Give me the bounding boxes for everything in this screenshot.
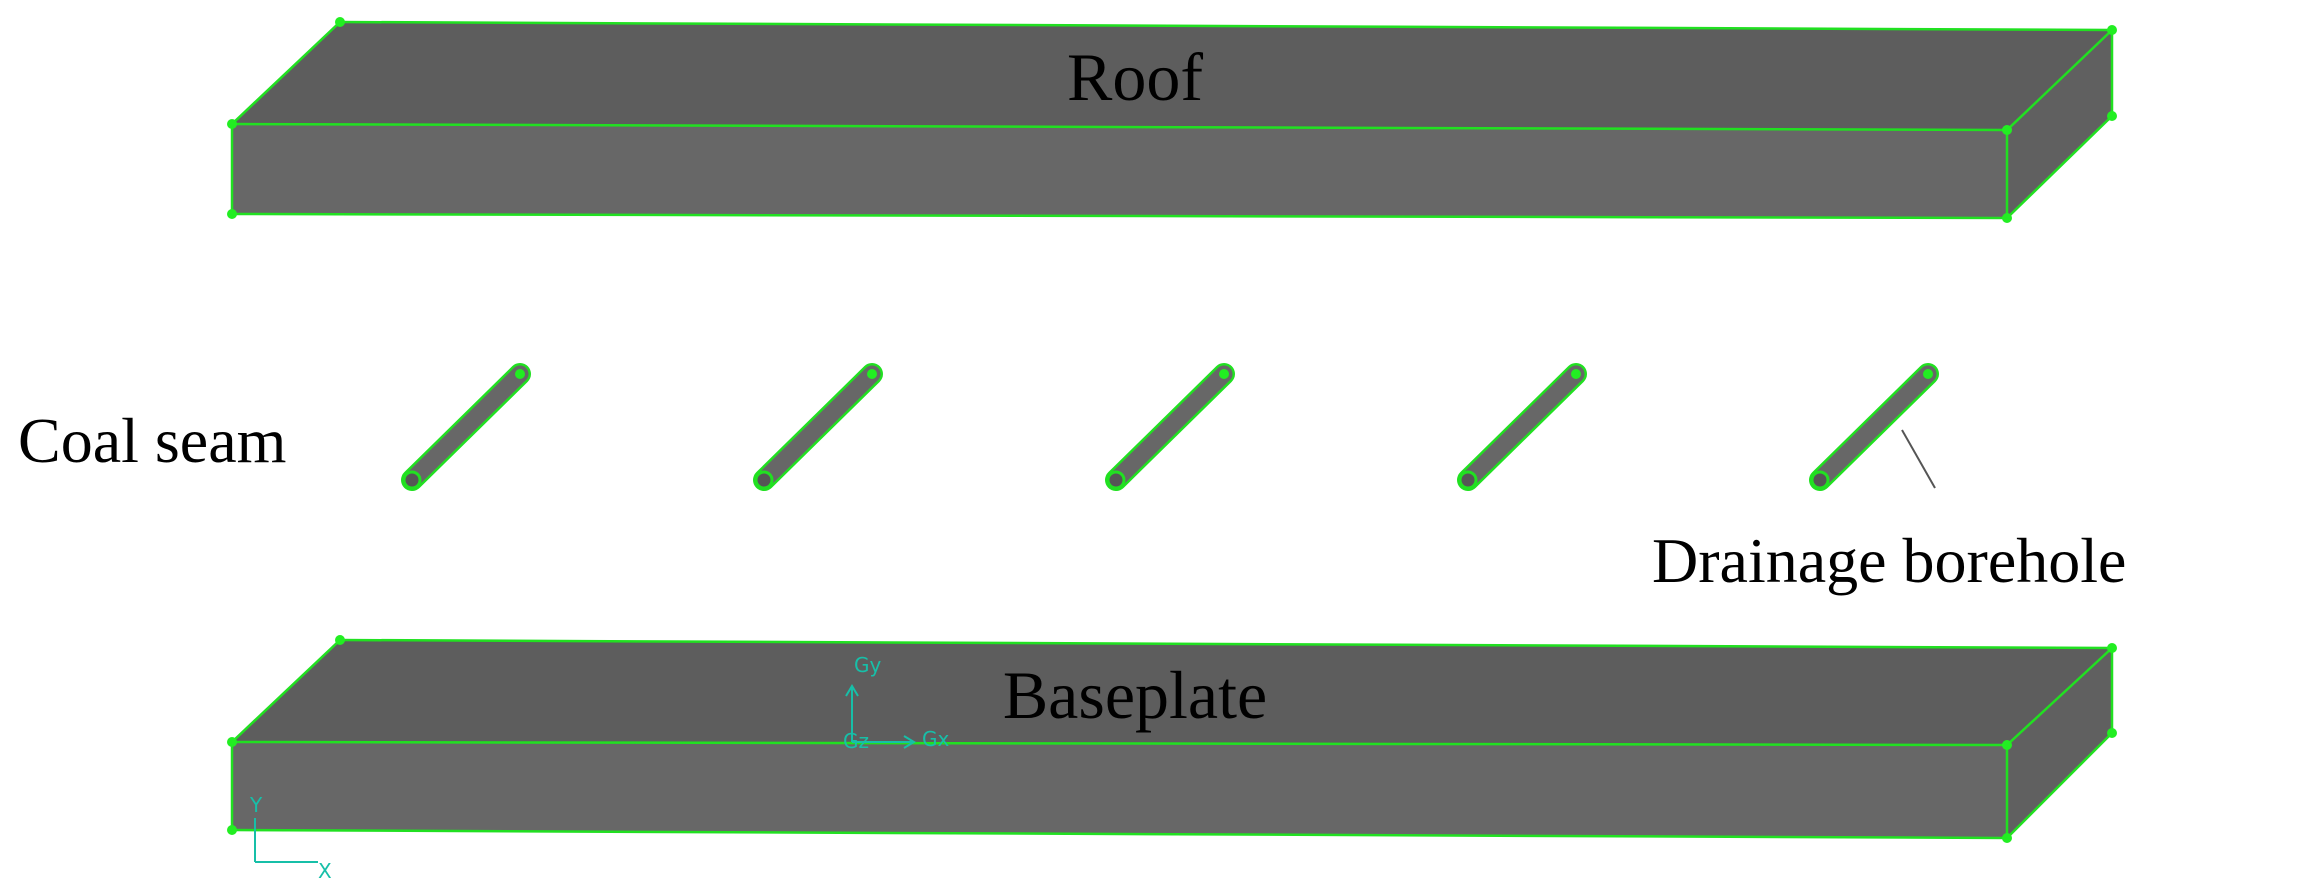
global-y-axis-label: Gy (854, 653, 881, 677)
roof-top-face (232, 22, 2112, 130)
drainage-boreholes (401, 363, 1939, 491)
baseplate-block: Baseplate (227, 635, 2117, 843)
local-x-axis-label: X (318, 859, 332, 883)
baseplate-label: Baseplate (1003, 657, 1267, 733)
drainage-borehole (401, 363, 531, 491)
roof-block: Roof (227, 17, 2117, 223)
baseplate-top-face (232, 640, 2112, 745)
drainage-borehole (753, 363, 883, 491)
baseplate-side-face (2007, 648, 2112, 838)
roof-front-face (232, 124, 2007, 218)
local-axis-triad: Y X (249, 793, 332, 883)
global-z-axis-label: Gz (843, 729, 869, 753)
baseplate-front-face (232, 742, 2007, 838)
roof-side-face (2007, 30, 2112, 218)
roof-label: Roof (1067, 39, 1203, 115)
global-x-axis-label: Gx (922, 727, 949, 751)
local-y-axis-label: Y (249, 793, 263, 817)
drainage-borehole (1809, 363, 1939, 491)
coal-seam-label: Coal seam (18, 405, 286, 476)
drainage-borehole (1457, 363, 1587, 491)
drainage-borehole-label: Drainage borehole (1652, 525, 2126, 596)
drainage-borehole (1105, 363, 1235, 491)
global-axis-triad: Gy Gz Gx (843, 653, 949, 753)
drainage-borehole-leader-line (1901, 429, 1936, 489)
